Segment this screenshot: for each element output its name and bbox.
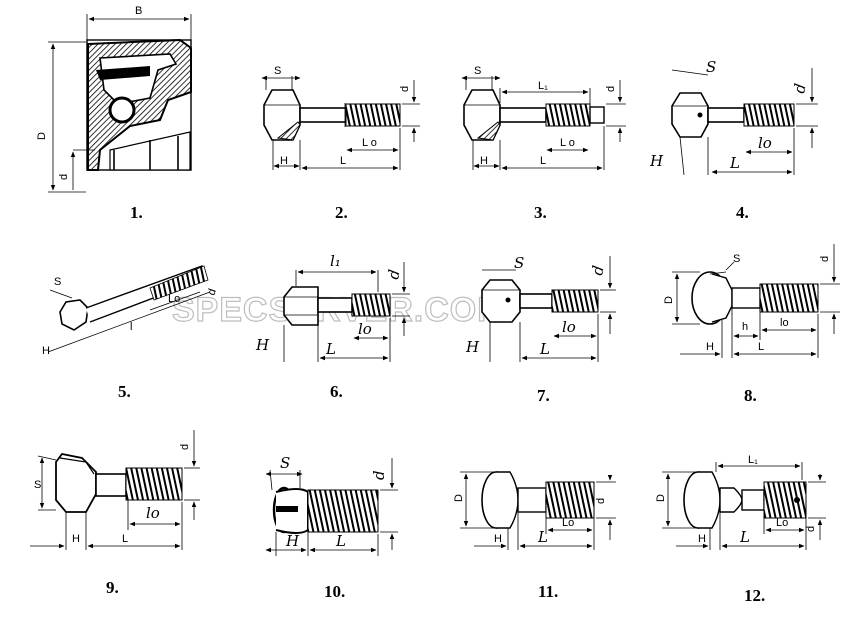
figure-9-square-head-bolt: S lo H L d	[30, 430, 200, 550]
dim-d: d	[384, 268, 403, 281]
dim-d: d	[605, 86, 617, 92]
dim-d: d	[595, 498, 607, 504]
dim-h: H	[465, 338, 480, 356]
figure-8-round-head-bolt: S D h lo H L d	[663, 244, 840, 358]
figure-1-seal-section: B D d	[36, 5, 192, 193]
dim-s: S	[34, 479, 41, 491]
dim-s: S	[280, 454, 290, 472]
dim-s: S	[733, 253, 740, 265]
caption-11: 11.	[538, 582, 558, 601]
dim-l: L	[729, 154, 740, 172]
dim-d: d	[790, 82, 809, 95]
dim-l: L	[758, 341, 764, 353]
dim-l0: lo	[146, 504, 160, 522]
dim-l: L	[739, 528, 750, 546]
caption-10: 10.	[324, 582, 345, 601]
dim-h: H	[72, 533, 80, 545]
dim-l0: lo	[758, 134, 772, 152]
figure-4-hex-bolt-drilled: S H L lo d	[649, 58, 818, 176]
dim-d-big: D	[36, 132, 48, 140]
dim-h: H	[280, 155, 288, 167]
dim-l: L	[537, 528, 548, 546]
dim-d: d	[206, 287, 219, 297]
dim-s: S	[274, 65, 281, 77]
dim-d-big: D	[655, 494, 667, 502]
dim-s: S	[54, 276, 61, 288]
dim-l: L	[540, 155, 546, 167]
dim-b: B	[135, 5, 142, 17]
dim-l: L	[335, 532, 346, 550]
caption-12: 12.	[744, 586, 765, 605]
caption-1: 1.	[130, 203, 143, 222]
dim-d-small: d	[58, 174, 70, 180]
caption-3: 3.	[534, 203, 547, 222]
dim-l: L	[122, 533, 128, 545]
dim-d: d	[179, 444, 191, 450]
dim-h-small: h	[742, 321, 748, 333]
dim-s: S	[474, 65, 481, 77]
figure-10-slotted-screw: S H L d	[265, 454, 398, 556]
dim-h: H	[255, 336, 270, 354]
figure-5-bolt-perspective: S H l Lo d	[42, 265, 219, 357]
dim-l: L	[325, 340, 336, 358]
dim-h: H	[706, 341, 714, 353]
figure-11-round-head-bolt: D Lo H L d	[453, 471, 616, 550]
dim-l0: lo	[562, 318, 576, 336]
figure-2-hex-bolt: S H L L o d	[261, 65, 420, 171]
dim-l0: Lo	[168, 293, 180, 305]
dim-h: H	[42, 345, 50, 357]
dim-h: H	[649, 152, 664, 170]
dim-d: d	[370, 470, 388, 480]
dim-l0: lo	[780, 317, 789, 329]
figure-3-hex-bolt-l1: L₁ S H L L o d	[461, 65, 626, 171]
dim-h: H	[285, 532, 300, 550]
dim-l: l	[130, 321, 132, 333]
caption-9: 9.	[106, 578, 119, 597]
dim-h: H	[698, 533, 706, 545]
dim-l0: L o	[560, 137, 575, 149]
figure-6-hex-bolt: l₁ H L lo d	[255, 252, 410, 362]
dim-d: d	[819, 256, 831, 262]
dim-l1: L₁	[538, 80, 548, 92]
figure-7-hex-bolt-drilled: S H L lo d	[465, 254, 616, 362]
dim-d: d	[588, 264, 607, 277]
dim-d-big: D	[663, 296, 675, 304]
caption-2: 2.	[335, 203, 348, 222]
dim-d: d	[399, 86, 411, 92]
dim-h: H	[494, 533, 502, 545]
caption-7: 7.	[537, 386, 550, 405]
caption-4: 4.	[736, 203, 749, 222]
dim-l0: lo	[358, 320, 372, 338]
dim-d: d	[805, 526, 817, 532]
caption-8: 8.	[744, 386, 757, 405]
caption-5: 5.	[118, 382, 131, 401]
dim-l: L	[340, 155, 346, 167]
dim-l0: Lo	[776, 517, 788, 529]
dim-s: S	[514, 254, 524, 272]
dim-l: L	[539, 340, 550, 358]
dim-l1: L₁	[748, 454, 758, 466]
dim-d-big: D	[453, 494, 465, 502]
dim-l1: l₁	[330, 252, 341, 270]
dim-s: S	[706, 58, 716, 76]
dim-h: H	[480, 155, 488, 167]
dim-l0: Lo	[562, 517, 574, 529]
dim-l0: L o	[362, 137, 377, 149]
caption-6: 6.	[330, 382, 343, 401]
figure-12-round-head-bolt-drilled: L₁ D Lo H L d	[655, 454, 826, 550]
